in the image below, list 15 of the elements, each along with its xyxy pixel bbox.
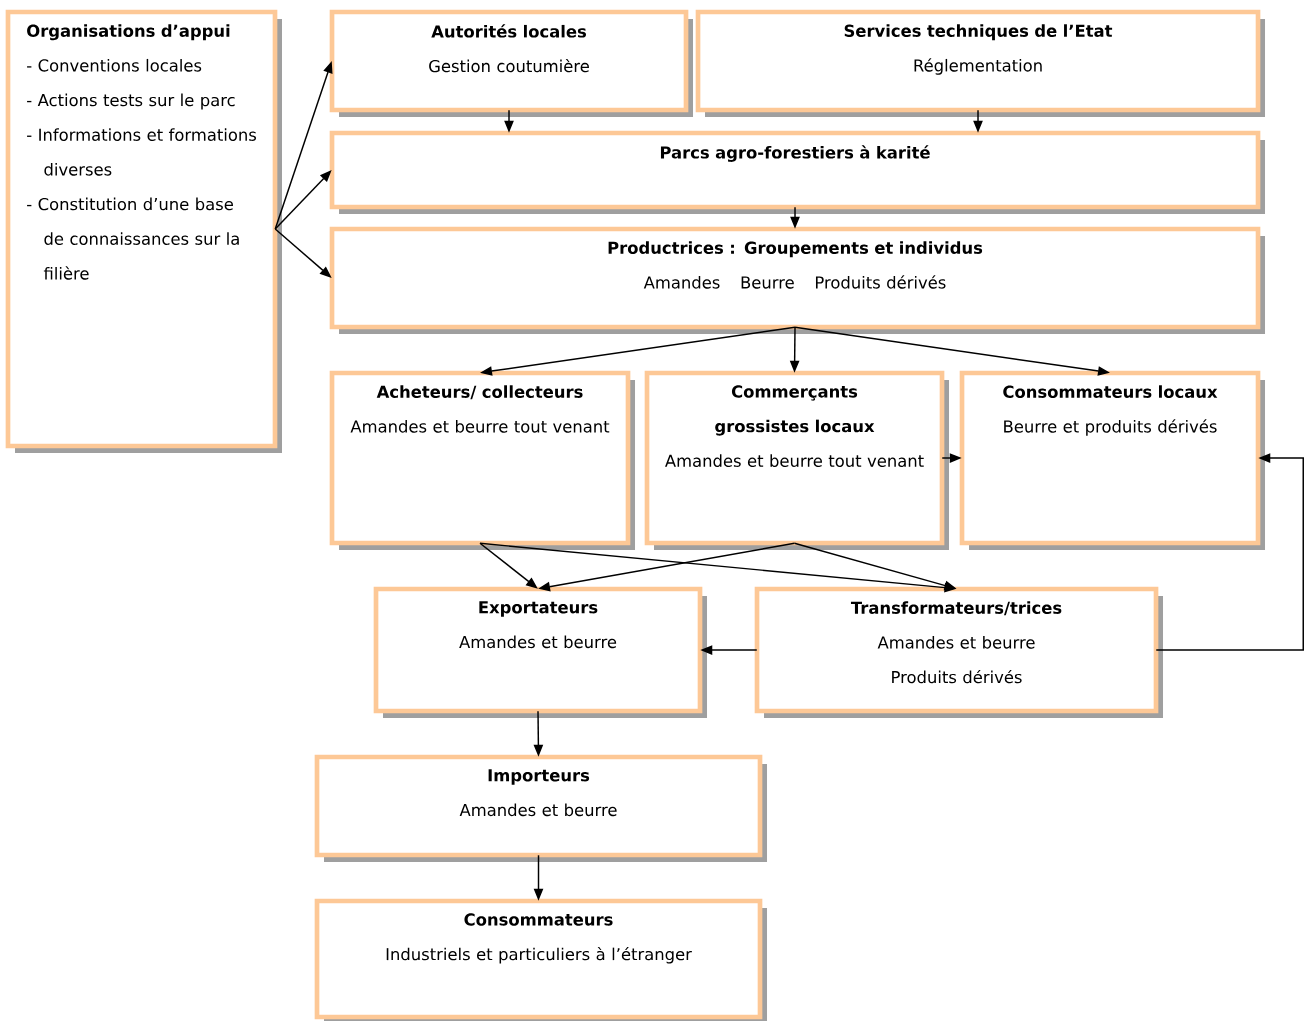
flow-box: Services techniques de l’Etat Réglementation <box>695 9 1265 117</box>
flow-box: Transformateurs/trices Amandes et beurre Produits dérivés <box>754 586 1163 718</box>
flow-box: Consommateurs Industriels et particuliers à l’étranger <box>314 898 767 1021</box>
arrow <box>274 170 332 230</box>
flow-box: Consommateurs locaux Beurre et produits dérivés <box>959 370 1265 550</box>
flow-box: Exportateurs Amandes et beurre <box>373 586 707 718</box>
flow-box: Productrices : Groupements et individus Amandes Beurre Produits dérivés <box>329 226 1265 334</box>
flow-box: Importeurs Amandes et beurre <box>314 754 767 862</box>
arrow <box>1155 453 1304 651</box>
flow-box: Parcs agro-forestiers à karité <box>329 130 1265 214</box>
flow-box: Autorités locales Gestion coutumière <box>329 9 693 117</box>
flow-box: Commerçants grossistes locaux Amandes et beurre tout venant <box>644 370 949 550</box>
flow-box: Acheteurs/ collecteurs Amandes et beurre tout venant <box>329 370 635 550</box>
arrow <box>479 542 538 589</box>
flow-box: Organisations d’appui - Conventions locales - Actions tests sur le parc - Informations et formations diverses - Constitution d’une base de connaissances sur la filière <box>5 9 282 453</box>
